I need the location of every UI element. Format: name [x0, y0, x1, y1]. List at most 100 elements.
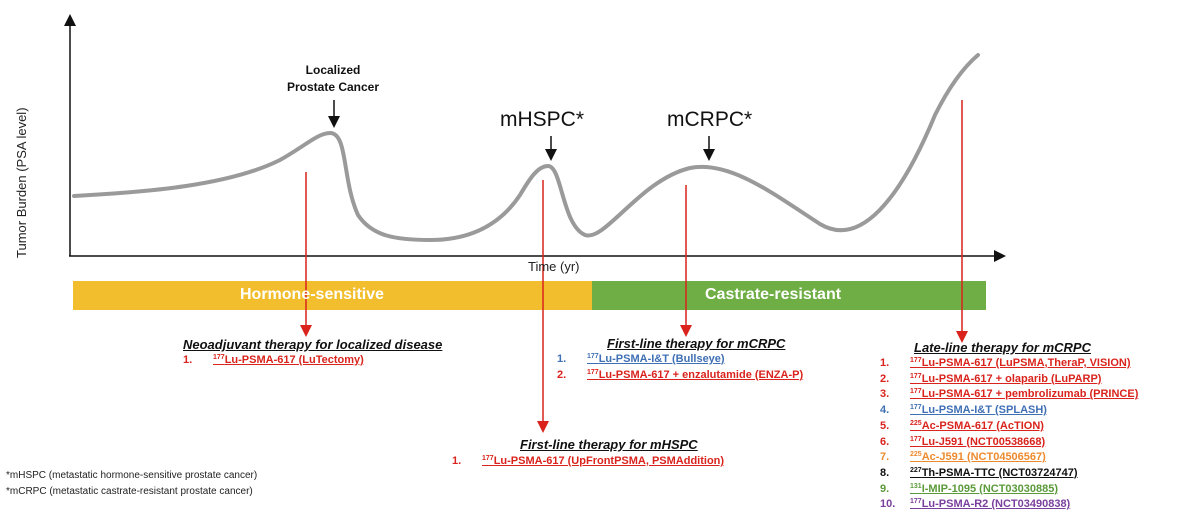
therapy-item-text: 177Lu-PSMA-I&T (Bullseye): [587, 352, 725, 368]
therapy-item-label: I-MIP-1095 (NCT03030885): [921, 482, 1059, 495]
therapy-item-text: 177Lu-PSMA-617 (UpFrontPSMA, PSMAddition…: [482, 454, 724, 470]
therapy-item-label: Lu-PSMA-R2 (NCT03490838): [921, 498, 1071, 511]
therapy-item-text: 131I-MIP-1095 (NCT03030885): [910, 482, 1058, 498]
therapy-arrows: [300, 100, 968, 433]
therapy-item-number: 1.: [452, 455, 462, 467]
therapy-item-text: 227Th-PSMA-TTC (NCT03724747): [910, 466, 1078, 482]
therapy-item-number: 7.: [880, 451, 890, 464]
therapy-list-item: 1. 177Lu-PSMA-617 (LuTectomy): [183, 353, 442, 369]
therapy-item-label: Ac-J591 (NCT04506567): [921, 451, 1046, 464]
isotope-mass-number: 177: [213, 354, 225, 361]
therapy-item-label: Lu-PSMA-617 (LuTectomy): [224, 354, 364, 366]
therapy-item-text: 225Ac-PSMA-617 (AcTION): [910, 419, 1044, 435]
first-line-mcrpc-section: First-line therapy for mCRPC 1.177Lu-PSM…: [557, 336, 803, 383]
therapy-item-text: 177Lu-PSMA-R2 (NCT03490838): [910, 497, 1070, 513]
therapy-item-number: 5.: [880, 419, 890, 432]
isotope-mass-number: 177: [910, 388, 922, 396]
isotope-mass-number: 225: [910, 419, 922, 427]
therapy-list-item: 4. 177Lu-PSMA-I&T (SPLASH): [880, 403, 1138, 419]
therapy-item-label: Lu-PSMA-I&T (Bullseye): [598, 353, 725, 365]
castrate-resistant-label: Castrate-resistant: [705, 286, 842, 303]
therapy-list-item: 1. 177Lu-PSMA-617 (LuPSMA,TheraP, VISION): [880, 356, 1138, 372]
therapy-list-item: 1. 177Lu-PSMA-I&T (Bullseye): [557, 352, 803, 368]
therapy-item-text: 177Lu-PSMA-617 + enzalutamide (ENZA-P): [587, 368, 803, 384]
isotope-mass-number: 177: [587, 368, 599, 376]
neoadjuvant-list: 1. 177Lu-PSMA-617 (LuTectomy): [183, 353, 442, 369]
therapy-item-text: 177Lu-PSMA-617 (LuPSMA,TheraP, VISION): [910, 356, 1131, 372]
first-line-mhspc-list: 1. 177Lu-PSMA-617 (UpFrontPSMA, PSMAdditi…: [452, 454, 724, 470]
therapy-item-number: 2.: [557, 368, 567, 381]
therapy-list-item: 7. 225Ac-J591 (NCT04506567): [880, 450, 1138, 466]
therapy-item-number: 1.: [557, 353, 567, 365]
therapy-item-text: 177Lu-J591 (NCT00538668): [910, 435, 1045, 451]
localized-label-line-1: Localized: [305, 63, 361, 77]
isotope-mass-number: 177: [910, 498, 922, 506]
therapy-item-number: 1.: [880, 357, 890, 369]
therapy-list-item: 1. 177Lu-PSMA-617 (UpFrontPSMA, PSMAdditi…: [452, 454, 724, 470]
therapy-item-label: Lu-PSMA-617 + pembrolizumab (PRINCE): [921, 388, 1139, 401]
therapy-list-item: 3. 177Lu-PSMA-617 + pembrolizumab (PRINCE…: [880, 387, 1138, 403]
hormone-sensitive-band: [73, 281, 592, 310]
therapy-list-item: 2. 177Lu-PSMA-617 + enzalutamide (ENZA-P): [557, 368, 803, 384]
isotope-mass-number: 177: [910, 372, 922, 380]
therapy-item-text: 177Lu-PSMA-617 (LuTectomy): [213, 353, 364, 369]
isotope-mass-number: 131: [910, 482, 922, 490]
first-line-mcrpc-list: 1.177Lu-PSMA-I&T (Bullseye)2.177Lu-PSMA-…: [557, 352, 803, 383]
therapy-item-number: 3.: [880, 388, 890, 401]
therapy-item-label: Lu-J591 (NCT00538668): [921, 435, 1046, 448]
neoadjuvant-section: Neoadjuvant therapy for localized diseas…: [183, 337, 442, 369]
mhspc-stage-label: mHSPC*: [500, 108, 585, 131]
footnote-mhspc: *mHSPC (metastatic hormone-sensitive pro…: [6, 470, 258, 481]
isotope-mass-number: 177: [910, 357, 922, 364]
therapy-item-number: 1.: [183, 354, 193, 366]
therapy-item-number: 10.: [880, 498, 896, 511]
therapy-item-number: 4.: [880, 404, 890, 417]
localized-stage-label: Localized Prostate Cancer: [268, 62, 398, 96]
therapy-list-item: 10. 177Lu-PSMA-R2 (NCT03490838): [880, 497, 1138, 513]
therapy-item-number: 2.: [880, 372, 890, 385]
late-line-mcrpc-section: Late-line therapy for mCRPC 1.177Lu-PSMA…: [880, 340, 1138, 513]
therapy-item-label: Lu-PSMA-617 + olaparib (LuPARP): [921, 372, 1102, 385]
footnotes: *mHSPC (metastatic hormone-sensitive pro…: [6, 468, 257, 500]
therapy-item-number: 6.: [880, 435, 890, 448]
therapy-item-label: Lu-PSMA-I&T (SPLASH): [921, 404, 1047, 417]
isotope-mass-number: 227: [910, 466, 922, 474]
isotope-mass-number: 177: [910, 404, 922, 412]
x-axis-label: Time (yr): [528, 259, 580, 274]
hormone-sensitive-label: Hormone-sensitive: [240, 286, 385, 303]
therapy-item-number: 9.: [880, 482, 890, 495]
isotope-mass-number: 225: [910, 451, 922, 459]
castrate-resistant-band: [592, 281, 986, 310]
late-line-mcrpc-list: 1.177Lu-PSMA-617 (LuPSMA,TheraP, VISION)…: [880, 356, 1138, 513]
footnote-mcrpc: *mCRPC (metastatic castrate-resistant pr…: [6, 486, 253, 497]
therapy-item-text: 177Lu-PSMA-617 + pembrolizumab (PRINCE): [910, 387, 1138, 403]
isotope-mass-number: 177: [587, 353, 599, 360]
isotope-mass-number: 177: [910, 435, 922, 443]
mcrpc-stage-label: mCRPC*: [667, 108, 753, 131]
therapy-item-label: Lu-PSMA-617 (LuPSMA,TheraP, VISION): [921, 357, 1131, 369]
first-line-mhspc-title: First-line therapy for mHSPC: [520, 437, 698, 452]
y-axis-label: Tumor Burden (PSA level): [14, 107, 29, 258]
tumor-burden-curve: [72, 53, 980, 242]
therapy-item-label: Th-PSMA-TTC (NCT03724747): [921, 466, 1078, 479]
first-line-mcrpc-title: First-line therapy for mCRPC: [607, 336, 786, 351]
first-line-mhspc-section: First-line therapy for mHSPC 1. 177Lu-PSM…: [452, 437, 724, 470]
therapy-list-item: 8. 227Th-PSMA-TTC (NCT03724747): [880, 466, 1138, 482]
therapy-list-item: 5. 225Ac-PSMA-617 (AcTION): [880, 419, 1138, 435]
therapy-item-text: 177Lu-PSMA-617 + olaparib (LuPARP): [910, 372, 1101, 388]
therapy-list-item: 9. 131I-MIP-1095 (NCT03030885): [880, 482, 1138, 498]
therapy-list-item: 2. 177Lu-PSMA-617 + olaparib (LuPARP): [880, 372, 1138, 388]
neoadjuvant-title: Neoadjuvant therapy for localized diseas…: [183, 337, 443, 352]
late-line-mcrpc-title: Late-line therapy for mCRPC: [914, 340, 1091, 355]
therapy-item-label: Lu-PSMA-617 + enzalutamide (ENZA-P): [598, 368, 804, 381]
therapy-item-text: 225Ac-J591 (NCT04506567): [910, 450, 1046, 466]
therapy-item-label: Lu-PSMA-617 (UpFrontPSMA, PSMAddition): [493, 455, 725, 467]
isotope-mass-number: 177: [482, 455, 494, 462]
therapy-item-number: 8.: [880, 466, 890, 479]
therapy-item-text: 177Lu-PSMA-I&T (SPLASH): [910, 403, 1047, 419]
therapy-item-label: Ac-PSMA-617 (AcTION): [921, 419, 1044, 432]
localized-label-line-2: Prostate Cancer: [286, 80, 380, 94]
therapy-list-item: 6. 177Lu-J591 (NCT00538668): [880, 435, 1138, 451]
